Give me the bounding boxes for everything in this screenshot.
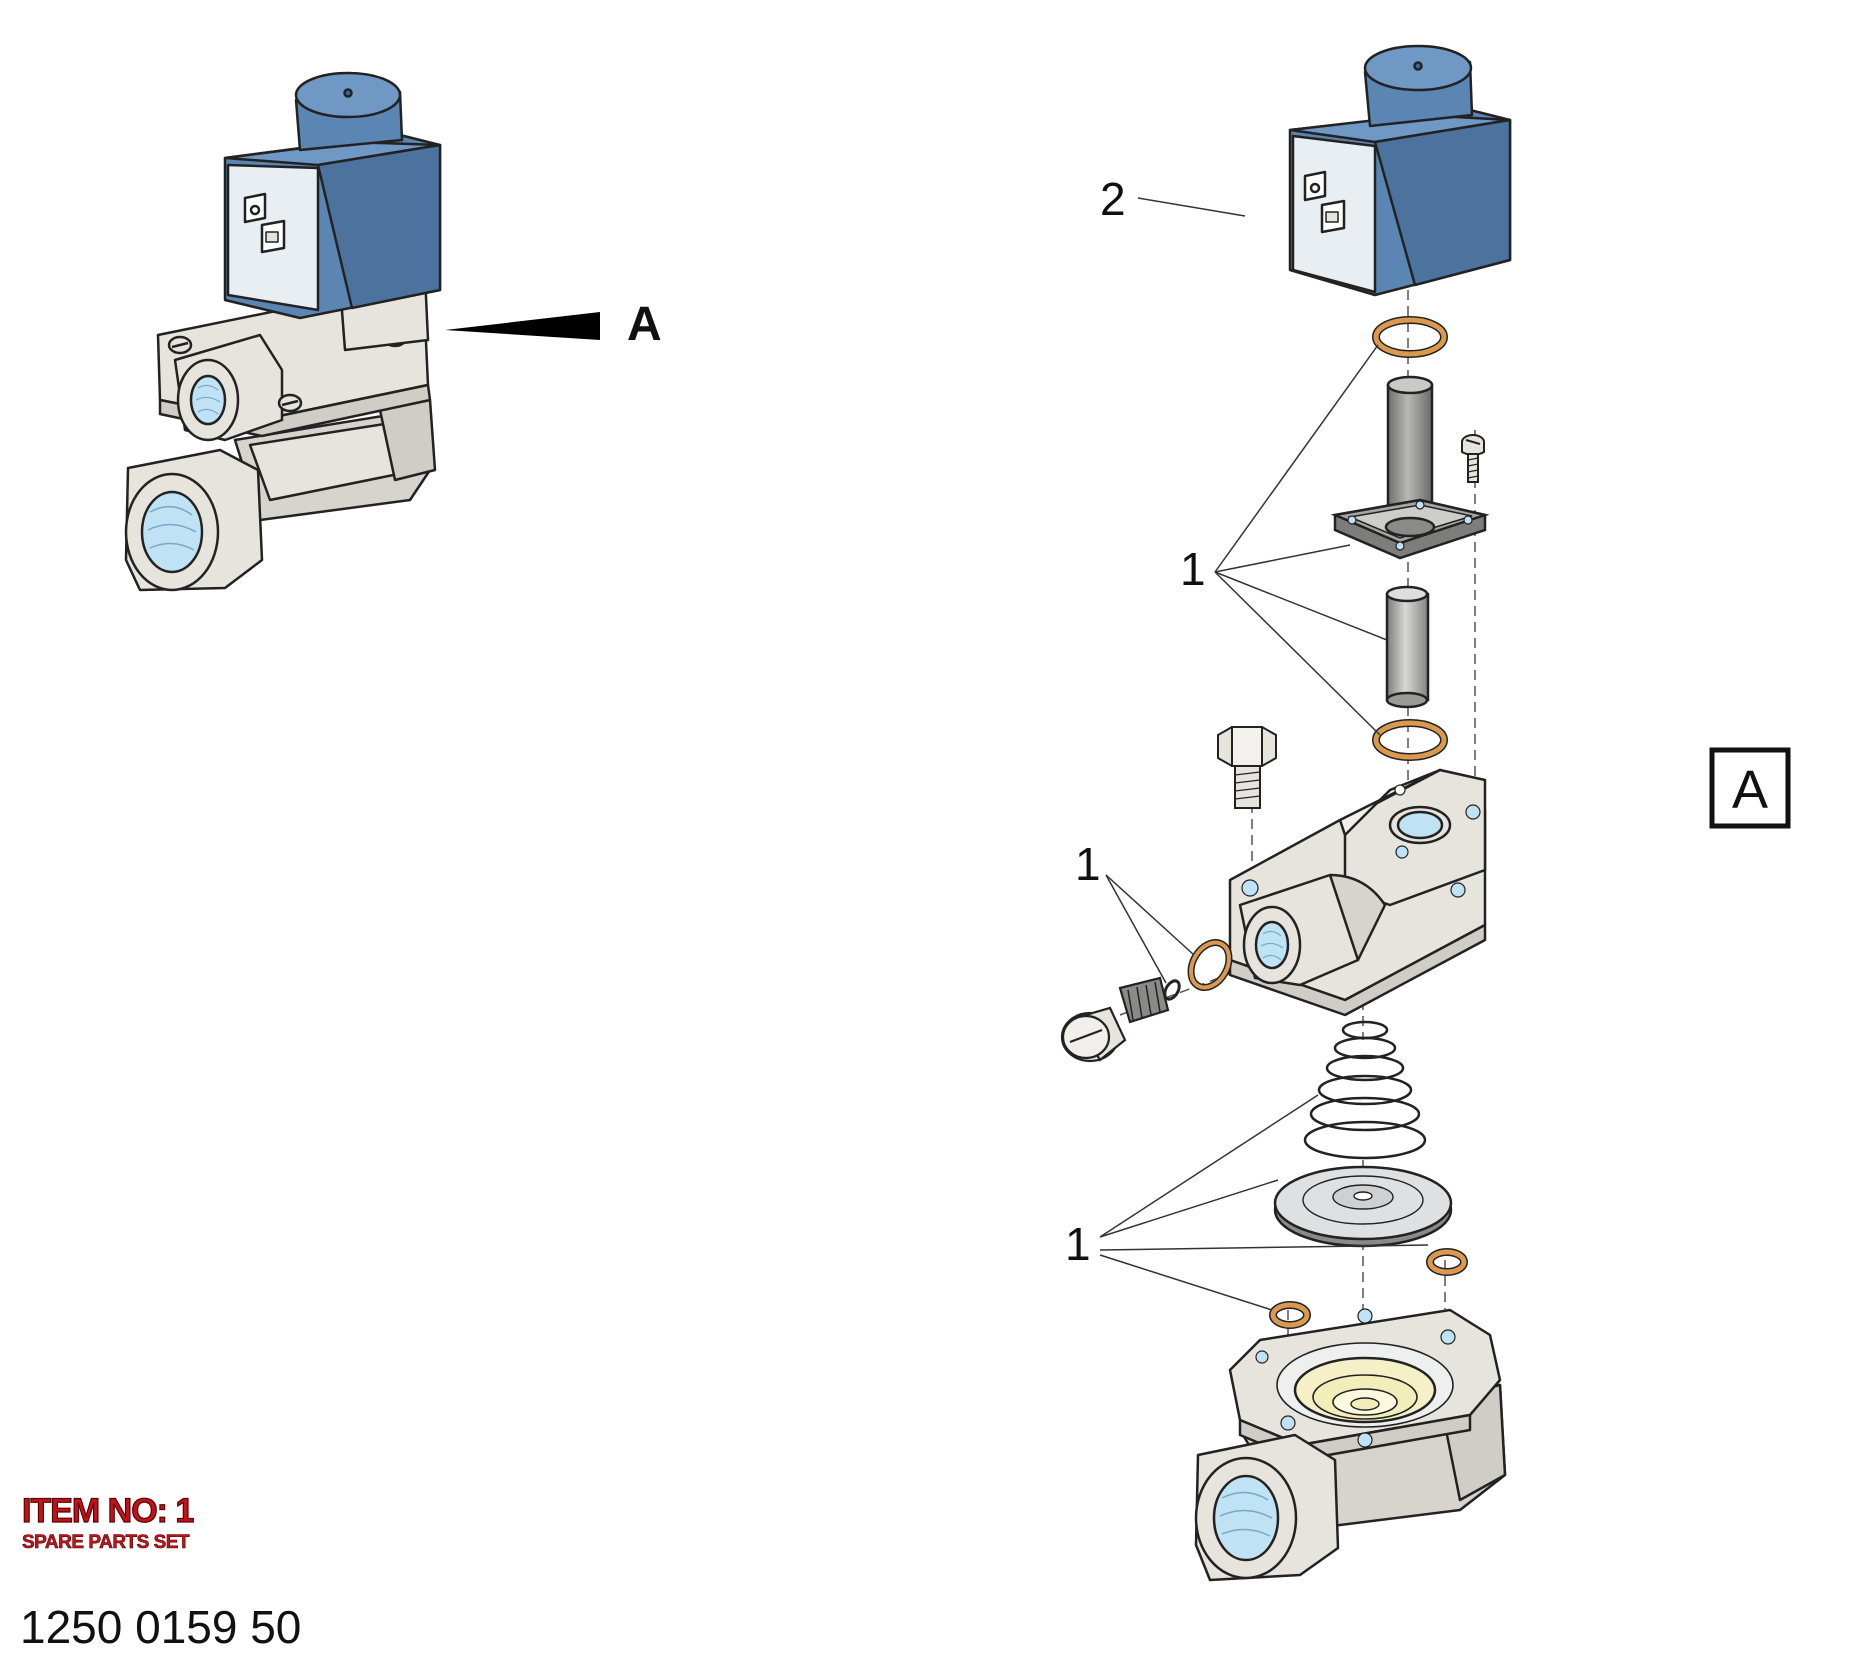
spring	[1303, 1020, 1427, 1160]
screw-small	[1461, 434, 1485, 483]
view-a-pointer	[445, 312, 600, 340]
view-a-box: A	[1709, 747, 1791, 829]
callout-1-low: 1	[1065, 1218, 1091, 1270]
leaders-1-mid	[1105, 874, 1195, 984]
leaders-1-top	[1214, 344, 1388, 736]
callout-1-top: 1	[1180, 543, 1206, 595]
exploded-coil	[1288, 44, 1512, 297]
oring-lower-right	[1426, 1248, 1468, 1276]
oring-mid	[1372, 719, 1448, 761]
view-a-marker: A	[627, 298, 662, 351]
part-number: 1250 0159 50	[20, 1601, 302, 1653]
diaphragm	[1273, 1165, 1453, 1248]
view-a-box-label: A	[1732, 760, 1768, 820]
exploded-cover	[1228, 768, 1487, 1017]
armature-tube	[1330, 375, 1490, 560]
assembled-valve-coil	[223, 71, 442, 320]
leader-2	[1137, 197, 1246, 217]
leaders-1-low	[1099, 1094, 1429, 1311]
hex-bolt	[1217, 726, 1277, 809]
callout-1-mid: 1	[1075, 838, 1101, 890]
plunger	[1385, 585, 1430, 709]
oring-lower-left	[1269, 1301, 1311, 1329]
callout-2: 2	[1100, 173, 1126, 225]
manual-override-plug	[1060, 976, 1170, 1063]
item-title: ITEM NO: 1	[21, 1491, 195, 1530]
oring-port-small	[1163, 979, 1181, 1001]
item-subtitle: SPARE PARTS SET	[22, 1532, 190, 1554]
assembled-valve-body	[124, 398, 437, 592]
assembled-valve-cover	[156, 273, 432, 442]
assembled-valve: A	[124, 71, 662, 592]
oring-port-large	[1187, 939, 1233, 991]
exploded-valve-body	[1194, 1308, 1507, 1582]
oring-top	[1372, 316, 1448, 358]
